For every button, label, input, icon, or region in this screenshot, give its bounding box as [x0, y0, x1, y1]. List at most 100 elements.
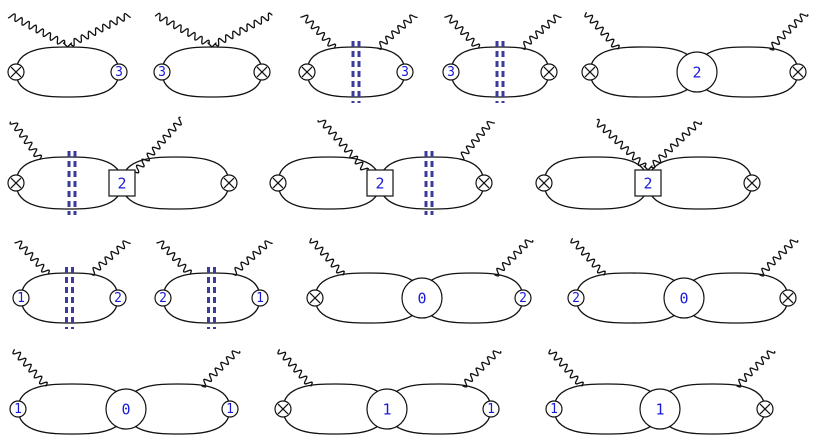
cut-line [65, 267, 74, 329]
right-vertex: 1 [482, 400, 500, 418]
propagator-loop [450, 46, 550, 98]
propagator-loop [20, 272, 119, 324]
left-vertex [306, 289, 324, 307]
right-vertex-circle [251, 289, 269, 307]
left-vertex-label: 3 [447, 65, 455, 80]
propagator-loop [306, 46, 406, 98]
center-vertex-label: 2 [117, 175, 126, 193]
cross-icon [272, 177, 284, 189]
photon-line-left [14, 240, 50, 275]
right-vertex-circle [221, 400, 239, 418]
right-vertex: 1 [251, 289, 269, 307]
propagator-loop [161, 46, 263, 98]
cross-icon [584, 66, 596, 78]
center-vertex-circle [639, 388, 681, 430]
center-vertex-circle [105, 388, 147, 430]
center-vertex-circle [676, 51, 718, 93]
left-vertex-circle [9, 400, 27, 418]
center-vertex-circle [663, 277, 705, 319]
right-vertex [475, 174, 493, 192]
cross-icon [543, 66, 555, 78]
right-vertex-circle [110, 63, 128, 81]
photon-line-left [548, 349, 584, 387]
right-vertex [743, 174, 761, 192]
left-vertex-label: 1 [17, 291, 25, 306]
center-vertex: 2 [676, 51, 718, 93]
diagram: 3 [153, 12, 273, 98]
photon-line-right [462, 350, 502, 388]
left-vertex-label: 2 [159, 291, 167, 306]
right-vertex: 2 [109, 289, 127, 307]
right-vertex-label: 1 [487, 402, 495, 417]
center-vertex-circle [366, 388, 408, 430]
photon-line-right [769, 13, 809, 51]
left-vertex-label: 1 [14, 402, 22, 417]
center-vertex: 0 [663, 277, 705, 319]
photon-line-right [90, 240, 131, 276]
photon-line-left [596, 118, 647, 168]
left-vertex-label: 3 [158, 65, 166, 80]
diagram: 20 [306, 238, 534, 324]
diagram: 11 [274, 349, 502, 435]
left-vertex-label: 2 [572, 291, 580, 306]
cross-icon [256, 66, 268, 78]
propagator-loop-left [543, 156, 649, 210]
left-vertex [581, 63, 599, 81]
photon-line-left [7, 13, 66, 45]
photon-line-left [277, 349, 313, 387]
right-vertex-circle [514, 289, 532, 307]
left-vertex [269, 174, 287, 192]
left-vertex-circle [567, 289, 585, 307]
diagram: 2 [269, 119, 496, 215]
photon-line-left [584, 12, 620, 50]
center-vertex-box [634, 169, 662, 197]
center-vertex-label: 0 [679, 290, 688, 308]
center-vertex: 0 [105, 388, 147, 430]
photon-line-right [520, 14, 562, 50]
diagram: 2 [581, 12, 809, 98]
diagram: 3 [442, 14, 562, 103]
center-vertex-label: 2 [643, 175, 652, 193]
right-vertex: 1 [221, 400, 239, 418]
propagator-loop-right [647, 156, 753, 210]
right-vertex-label: 2 [519, 291, 527, 306]
diagram: 2 [7, 116, 238, 215]
left-vertex [535, 174, 553, 192]
cross-icon [478, 177, 490, 189]
photon-line-right [201, 350, 241, 388]
right-vertex-label: 3 [115, 65, 123, 80]
center-vertex-label: 2 [375, 175, 384, 193]
right-vertex: 3 [396, 63, 414, 81]
photon-line-right [214, 12, 273, 47]
center-vertex: 1 [639, 388, 681, 430]
left-vertex [7, 174, 25, 192]
cut-line [67, 151, 77, 215]
photon-line-right [459, 120, 496, 161]
center-vertex-label: 2 [692, 64, 701, 82]
photon-line-left [570, 238, 606, 276]
center-vertex-box [108, 169, 136, 197]
diagram: 2 [535, 118, 761, 210]
cut-line [207, 267, 216, 329]
right-vertex-label: 1 [226, 402, 234, 417]
left-vertex-circle [153, 63, 171, 81]
center-vertex-box [366, 169, 394, 197]
propagator-loop [15, 46, 120, 98]
right-vertex: 2 [514, 289, 532, 307]
left-vertex: 1 [12, 289, 30, 307]
photon-line-left [309, 238, 345, 276]
cross-icon [277, 403, 289, 415]
right-vertex-label: 3 [401, 65, 409, 80]
photon-line-right [650, 121, 703, 169]
left-vertex: 1 [9, 400, 27, 418]
photon-line-left [12, 349, 48, 387]
cross-icon [538, 177, 550, 189]
center-vertex: 2 [366, 169, 394, 197]
left-vertex: 3 [153, 63, 171, 81]
photon-line-right [376, 14, 418, 50]
diagram: 1 1 0 [9, 349, 241, 435]
